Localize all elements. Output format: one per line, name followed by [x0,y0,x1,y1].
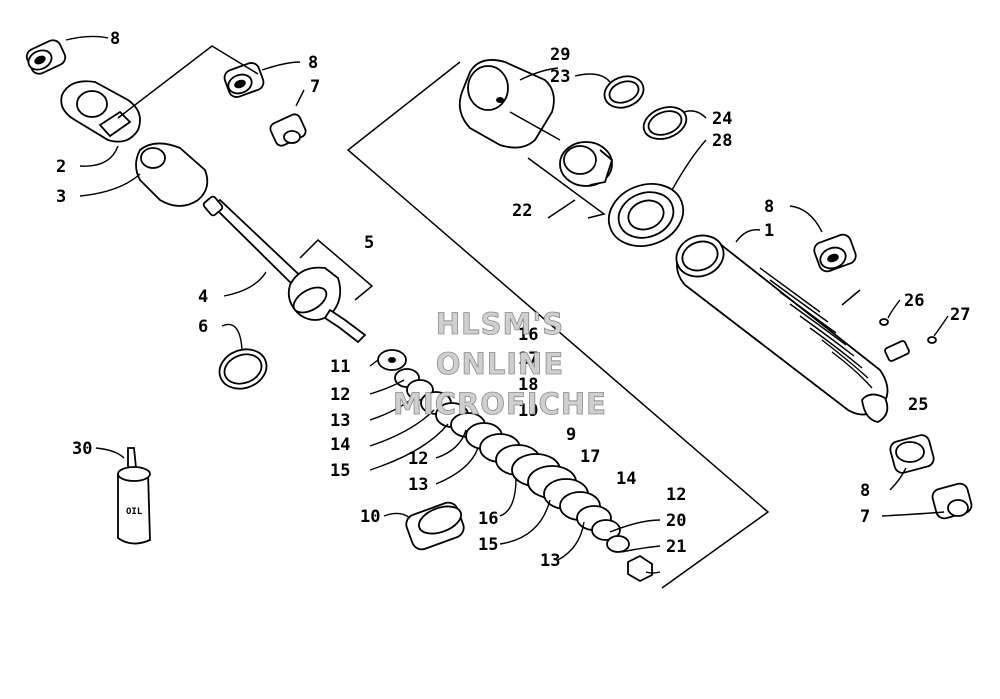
bushing-8-right [813,233,857,273]
callout-23: 23 [550,67,570,87]
callout-21: 21 [666,537,686,557]
callout-13: 13 [408,475,428,495]
callout-5: 5 [364,233,374,253]
callout-2: 2 [56,157,66,177]
callout-15: 15 [478,535,498,555]
callout-20: 20 [666,511,686,531]
o-ring-23 [603,75,645,109]
shock-body-1 [675,234,889,423]
callout-26: 26 [904,291,924,311]
callout-12: 12 [666,485,686,505]
callout-8: 8 [308,53,318,73]
callout-12: 12 [330,385,350,405]
watermark: HLSM'S ONLINE MICROFICHE [393,307,607,422]
callout-13: 13 [540,551,560,571]
callout-14: 14 [616,469,636,489]
callout-labels: 8 8 7 2 3 5 4 6 11 12 13 14 15 16 17 18 … [56,29,970,571]
callout-24: 24 [712,109,732,129]
callout-10: 10 [360,507,380,527]
o-ring-24 [642,106,688,140]
callout-28: 28 [712,131,732,151]
callout-19: 19 [518,401,538,421]
bushing-8-top-center [223,62,265,98]
callout-8: 8 [764,197,774,217]
callout-6: 6 [198,317,208,337]
callout-3: 3 [56,187,66,207]
watermark-line-1: HLSM'S [436,307,564,341]
callout-8: 8 [860,481,870,501]
bushing-8-bottom-right [889,434,935,474]
callout-22: 22 [512,201,532,221]
callout-7: 7 [860,507,870,527]
bushing-8-top-left [25,39,67,75]
callout-29: 29 [550,45,570,65]
valve-25 [879,318,937,362]
bracket-5 [299,238,374,301]
o-ring-6 [218,348,268,390]
sleeve-7-top [269,113,307,147]
callout-17: 17 [580,447,600,467]
callout-27: 27 [950,305,970,325]
watermark-line-3: MICROFICHE [393,387,607,421]
callout-4: 4 [198,287,208,307]
leader-lines [65,35,949,574]
eyelet-cap-2 [60,80,141,143]
callout-14: 14 [330,435,350,455]
callout-7: 7 [310,77,320,97]
assembly-bracket [346,61,861,589]
oil-bottle-30: OIL [117,447,151,545]
spring-retainer-3 [135,142,209,207]
callout-13: 13 [330,411,350,431]
callout-11: 11 [330,357,350,377]
callout-9: 9 [566,425,576,445]
seal-ring-10 [405,501,465,551]
piston-head-5 [287,266,367,344]
callout-25: 25 [908,395,928,415]
callout-16: 16 [478,509,498,529]
callout-15: 15 [330,461,350,481]
seal-head-28 [607,183,685,247]
floating-piston-22 [559,141,614,187]
callout-8: 8 [110,29,120,49]
oil-label: OIL [126,507,143,517]
callout-1: 1 [764,221,774,241]
valve-stack [377,349,653,583]
bracket-2 [117,45,259,119]
callout-17: 17 [518,349,538,369]
sleeve-7-bottom [931,482,973,520]
watermark-line-2: ONLINE [436,347,564,381]
reservoir-cap-29 [458,59,555,149]
callout-16: 16 [518,325,538,345]
callout-18: 18 [518,375,538,395]
callout-12: 12 [408,449,428,469]
bracket-22 [527,157,606,219]
callout-30: 30 [72,439,92,459]
